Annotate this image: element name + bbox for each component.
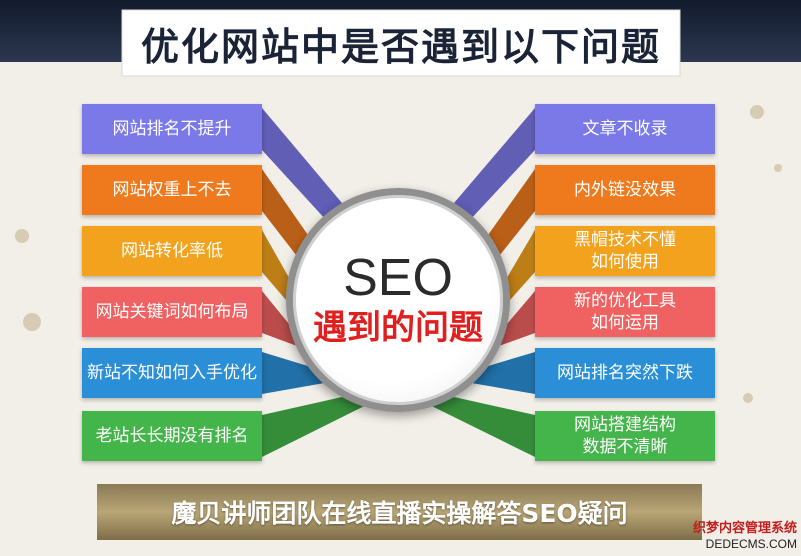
right-issue-box: 网站排名突然下跌 xyxy=(535,348,715,398)
right-connector-ray xyxy=(507,230,535,300)
issue-label: 网站关键词如何布局 xyxy=(95,302,249,322)
issue-label: 网站转化率低 xyxy=(121,241,223,261)
right-issue-box: 黑帽技术不懂 如何使用 xyxy=(535,226,715,276)
issue-label: 网站排名不提升 xyxy=(112,119,232,139)
issue-label: 网站排名突然下跌 xyxy=(557,363,693,383)
left-issue-box: 网站转化率低 xyxy=(82,226,262,276)
left-connector-ray xyxy=(262,230,289,300)
left-connector-ray xyxy=(262,352,324,394)
left-issue-box: 新站不知如何入手优化 xyxy=(82,348,262,398)
decor-dot xyxy=(750,105,764,119)
right-connector-ray xyxy=(472,352,535,394)
bottom-banner-bg xyxy=(97,484,702,540)
issue-label: 网站权重上不去 xyxy=(112,180,232,200)
right-connector-ray xyxy=(500,291,535,346)
right-issue-box: 文章不收录 xyxy=(535,104,715,154)
center-title: SEO xyxy=(343,249,453,307)
left-issue-box: 网站排名不提升 xyxy=(82,104,262,154)
left-connector-ray xyxy=(262,396,364,457)
right-connector-ray xyxy=(454,108,535,217)
decor-dot xyxy=(774,164,782,172)
right-connector-ray xyxy=(488,169,535,255)
decor-dot xyxy=(23,313,41,331)
title-banner: 优化网站中是否遇到以下问题 xyxy=(120,8,682,78)
issue-label: 新的优化工具 如何运用 xyxy=(574,291,676,333)
issue-label: 老站长长期没有排名 xyxy=(95,426,249,446)
bottom-banner-text: 魔贝讲师团队在线直播实操解答SEO疑问 xyxy=(171,499,628,528)
issue-label: 内外链没效果 xyxy=(574,180,676,200)
left-issue-box: 网站关键词如何布局 xyxy=(82,287,262,337)
center-circle: SEO 遇到的问题 xyxy=(286,188,510,412)
decor-dot xyxy=(743,393,753,403)
left-connector-ray xyxy=(262,108,342,217)
center-subtitle: 遇到的问题 xyxy=(313,308,483,348)
watermark-title: 织梦内容管理系统 xyxy=(692,521,797,536)
connector-rays xyxy=(262,108,535,457)
watermark-domain: DEDECMS.COM xyxy=(705,537,797,551)
issue-label: 网站搭建结构 数据不清晰 xyxy=(574,415,676,457)
left-issue-box: 网站权重上不去 xyxy=(82,165,262,215)
left-connector-ray xyxy=(262,169,308,255)
page-title: 优化网站中是否遇到以下问题 xyxy=(140,24,661,69)
right-issue-box: 内外链没效果 xyxy=(535,165,715,215)
issue-label: 黑帽技术不懂 如何使用 xyxy=(574,230,676,272)
left-issue-box: 老站长长期没有排名 xyxy=(82,411,262,461)
title-banner-bg xyxy=(121,9,681,77)
left-connector-ray xyxy=(262,291,296,346)
right-connector-ray xyxy=(432,396,535,457)
issue-label: 文章不收录 xyxy=(582,119,668,139)
right-issue-box: 网站搭建结构 数据不清晰 xyxy=(535,411,715,461)
decor-dot xyxy=(15,229,29,243)
issue-label: 新站不知如何入手优化 xyxy=(87,363,257,383)
watermark: 织梦内容管理系统 DEDECMS.COM xyxy=(693,521,797,551)
right-issue-box: 新的优化工具 如何运用 xyxy=(535,287,715,337)
bottom-banner: 魔贝讲师团队在线直播实操解答SEO疑问 xyxy=(97,484,702,540)
